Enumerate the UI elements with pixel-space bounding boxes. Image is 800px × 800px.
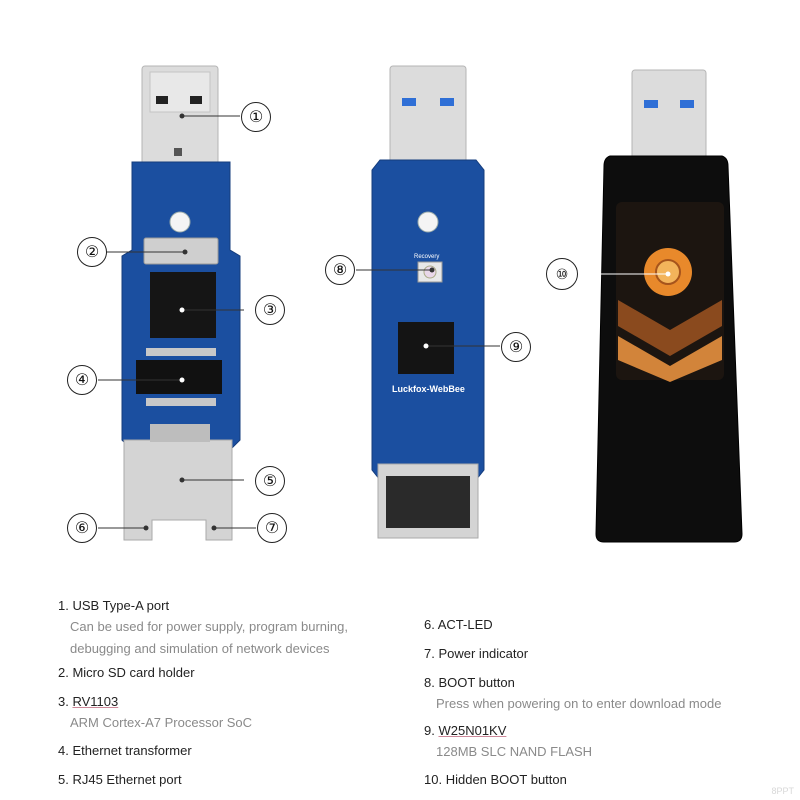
legend-title: Power indicator [438,646,529,661]
legend-num: 7. [424,646,435,661]
silkscreen-recovery: Recovery [414,254,439,260]
leader-dot-9 [423,343,429,349]
legend-item-4: 4. Ethernet transformer [58,741,192,761]
legend-item-8: 8. BOOT button Press when powering on to… [424,673,721,715]
leader-dot-10 [665,271,671,277]
legend-num: 8. [424,675,435,690]
legend-title: RV1103 [72,694,119,709]
case-usb-slot-right [680,100,694,108]
usb3-connector-case [631,69,707,161]
legend-desc: 128MB SLC NAND FLASH [436,744,593,759]
product-diagram: Recovery Luckfox-WebBee [67,65,743,543]
legend-title: BOOT button [438,675,515,690]
mount-hole [169,211,191,233]
legend-item-7: 7. Power indicator [424,644,528,664]
mount-hole-back [417,211,439,233]
legend-num: 5. [58,772,69,787]
callout-1: ① [241,102,271,132]
leader-dot-1 [179,113,185,119]
callout-4: ④ [67,365,97,395]
device-case [580,69,743,543]
diagram-svg: Recovery Luckfox-WebBee [98,65,743,543]
legend-num: 4. [58,743,69,758]
callout-3: ③ [255,295,285,325]
callout-5: ⑤ [255,466,285,496]
legend-desc: Can be used for power supply, program bu… [70,619,348,634]
leader-dot-3 [179,307,185,313]
leader-dot-4 [179,377,185,383]
legend-title: ACT-LED [437,617,493,632]
usb3-slot-right [440,98,454,106]
usb-slot-left [156,96,168,104]
legend-item-3: 3. RV1103 ARM Cortex-A7 Processor SoC [58,692,252,734]
legend-item-1: 1. USB Type-A port Can be used for power… [58,596,348,660]
legend-num: 9. [424,723,435,738]
leader-dot-2 [182,249,188,255]
rj45-shell [123,439,233,541]
callout-2: ② [77,237,107,267]
usb-tongue [149,71,211,113]
callout-10: ⑩ [546,258,578,290]
legend-item-6: 6. ACT-LED [424,615,493,635]
rj45-back-inner [386,476,470,528]
legend-num: 2. [58,665,69,680]
sd-card-holder [143,237,219,265]
legend-title: USB Type-A port [72,598,170,613]
watermark: 8PPT [771,786,794,796]
legend-desc: Press when powering on to enter download… [436,696,722,711]
ethernet-transformer [136,360,222,394]
window-chevron-2 [618,336,722,382]
silkscreen-brand: Luckfox-WebBee [392,384,465,394]
leader-dot-8 [429,267,435,273]
legend-item-10: 10. Hidden BOOT button [424,770,567,790]
legend-title: W25N01KV [438,723,507,738]
case-usb-slot-left [644,100,658,108]
pins-bottom [146,398,216,406]
board-front [98,65,256,541]
legend-desc: ARM Cortex-A7 Processor SoC [70,715,253,730]
legend-num: 6. [424,617,435,632]
legend-title: RJ45 Ethernet port [72,772,182,787]
legend-title: Ethernet transformer [72,743,192,758]
callout-8: ⑧ [325,255,355,285]
legend-item-2: 2. Micro SD card holder [58,663,195,683]
usb-slot-right [190,96,202,104]
legend-desc: debugging and simulation of network devi… [70,641,330,656]
window-chevron-1 [618,300,722,356]
legend-num: 3. [58,694,69,709]
leader-dot-6 [143,525,149,531]
callout-6: ⑥ [67,513,97,543]
legend-item-5: 5. RJ45 Ethernet port [58,770,182,790]
leader-dot-5 [179,477,185,483]
usb3-slot-left [402,98,416,106]
usb-slot-center [174,148,182,156]
legend-num: 1. [58,598,69,613]
pcb-back [371,159,485,481]
rj45-contacts [150,424,210,442]
legend-title: Hidden BOOT button [445,772,567,787]
boot-button-cap [423,265,437,279]
legend-title: Micro SD card holder [72,665,195,680]
board-back: Recovery Luckfox-WebBee [356,65,500,539]
callout-7: ⑦ [257,513,287,543]
leader-dot-7 [211,525,217,531]
soc-chip [150,272,216,338]
legend-item-9: 9. W25N01KV 128MB SLC NAND FLASH [424,721,592,763]
callout-9: ⑨ [501,332,531,362]
legend-num: 10. [424,772,443,787]
pins-top [146,348,216,356]
